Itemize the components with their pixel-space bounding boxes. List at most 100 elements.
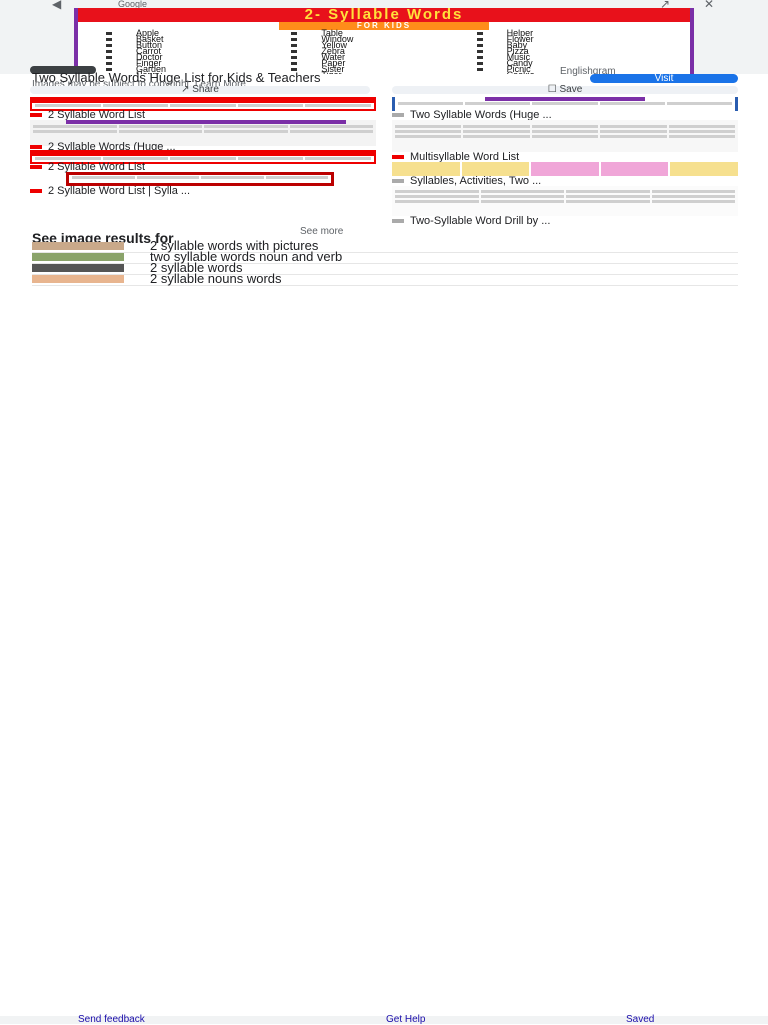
bullet-icon [476,50,483,54]
related-search-label: 2 syllable words with pictures [150,238,319,253]
bullet-icon [291,56,298,60]
bullet-icon [476,62,483,66]
site-favicon [30,189,42,194]
hero-word-text: Table [321,28,343,38]
hero-word: Sister [291,64,476,74]
related-image[interactable] [392,97,738,111]
hero-word-text: Apple [136,28,160,38]
hero-word: Carrot [106,47,291,56]
hero-word-text: Helper [506,28,534,38]
hero-word-text: Picnic [506,64,531,74]
related-image[interactable] [30,97,376,111]
copyright-notice: Images may be subject to copyright. Lear… [32,79,246,90]
get-help-link[interactable]: Get Help [386,1014,426,1025]
related-image[interactable] [66,172,334,186]
image-caption[interactable]: Syllables, Activities, Two ... [392,176,541,187]
related-search-item[interactable]: two syllable words noun and verb [32,249,738,264]
hero-word: Basket [106,35,291,44]
hero-word-text: Garden [136,64,167,74]
related-search-label: 2 syllable nouns words [150,271,282,286]
related-image[interactable] [30,150,376,164]
related-image[interactable] [30,120,376,146]
hero-word-text: Music [506,52,531,62]
hero-word: Table [291,28,476,38]
hero-word: Zebra [291,46,476,56]
hero-word: Cookie [477,70,662,75]
bullet-icon [106,62,112,66]
bullet-icon [476,38,483,42]
see-more-link[interactable]: See more [300,226,344,237]
hero-word-text: Cookie [507,70,535,75]
related-image[interactable] [392,120,738,152]
related-search-thumbnail [32,275,124,283]
share-label: Share [192,84,219,95]
hero-word: Window [291,35,476,44]
hero-word: Music [476,52,662,62]
close-icon[interactable]: ✕ [704,0,715,11]
site-favicon [30,145,42,150]
bullet-icon [291,50,298,54]
bullet-icon [476,56,483,60]
source-name[interactable]: Englishgram [560,66,616,77]
saved-link[interactable]: Saved [626,1014,655,1025]
hero-word-text: Sister [321,64,345,74]
hero-word: Helper [476,28,662,38]
share-icon[interactable]: ↗ [660,0,671,11]
hero-word: Baby [476,40,662,50]
site-favicon [30,165,42,170]
bullet-icon [106,56,112,60]
image-caption[interactable]: 2 Syllable Words (Huge ... [30,142,176,153]
save-button[interactable]: ☐ Save [392,85,738,95]
bullet-icon [106,68,112,72]
hero-word: Happy [106,70,291,75]
hero-word-text: Tiger [321,70,341,75]
hero-word: Flower [476,34,662,44]
hero-word: Yellow [291,41,476,50]
hero-word: Tiger [291,70,476,75]
related-search-label: 2 syllable words [150,260,243,275]
related-search-thumbnail [32,242,124,250]
image-caption[interactable]: 2 Syllable Word List [30,110,145,121]
image-caption[interactable]: 2 Syllable Word List [30,162,145,173]
hero-word-text: Candy [506,58,533,68]
related-search-item[interactable]: 2 syllable words [32,260,738,275]
result-title[interactable]: Two Syllable Words Huge List for Kids & … [32,70,321,85]
bullet-icon [106,50,112,54]
hero-word: Picnic [476,64,662,74]
hero-word-text: Baby [506,40,528,50]
related-search-item[interactable]: 2 syllable nouns words [32,271,738,286]
related-image[interactable] [392,186,738,216]
send-feedback-link[interactable]: Send feedback [78,1014,145,1025]
image-caption[interactable]: Two Syllable Words (Huge ... [392,110,552,121]
hero-word-text: Zebra [321,46,345,56]
related-search-label: two syllable words noun and verb [150,249,343,264]
site-favicon [392,219,404,224]
hero-word-text: Doctor [136,52,163,62]
bullet-icon [291,68,298,72]
site-favicon [30,113,42,118]
related-image[interactable] [392,162,738,176]
image-caption[interactable]: 2 Syllable Word List | Sylla ... [30,186,190,197]
bullet-icon [106,44,112,48]
share-button[interactable]: ↗ Share [30,84,370,95]
bullet-icon [291,44,298,48]
bullet-icon [476,44,483,48]
bullet-icon [106,32,112,36]
back-icon[interactable]: ◀ [52,0,62,11]
image-caption[interactable]: Multisyllable Word List [392,152,519,163]
site-favicon [392,113,404,118]
bullet-icon [291,62,298,66]
hero-title: 2- Syllable Words [78,8,690,22]
site-favicon [392,179,404,184]
image-caption[interactable]: Two-Syllable Word Drill by ... [392,216,550,227]
bullet-icon [291,38,298,42]
logo-text: Google [118,0,148,9]
hero-word-text: Flower [506,34,534,44]
hero-subtitle: FOR KIDS [279,22,489,30]
hero-word-text: Happy [136,70,162,75]
related-search-item[interactable]: 2 syllable words with pictures [32,238,738,253]
hero-word: Pizza [476,47,662,56]
source-avatar[interactable] [30,66,96,74]
visit-button[interactable]: Visit [590,74,738,84]
